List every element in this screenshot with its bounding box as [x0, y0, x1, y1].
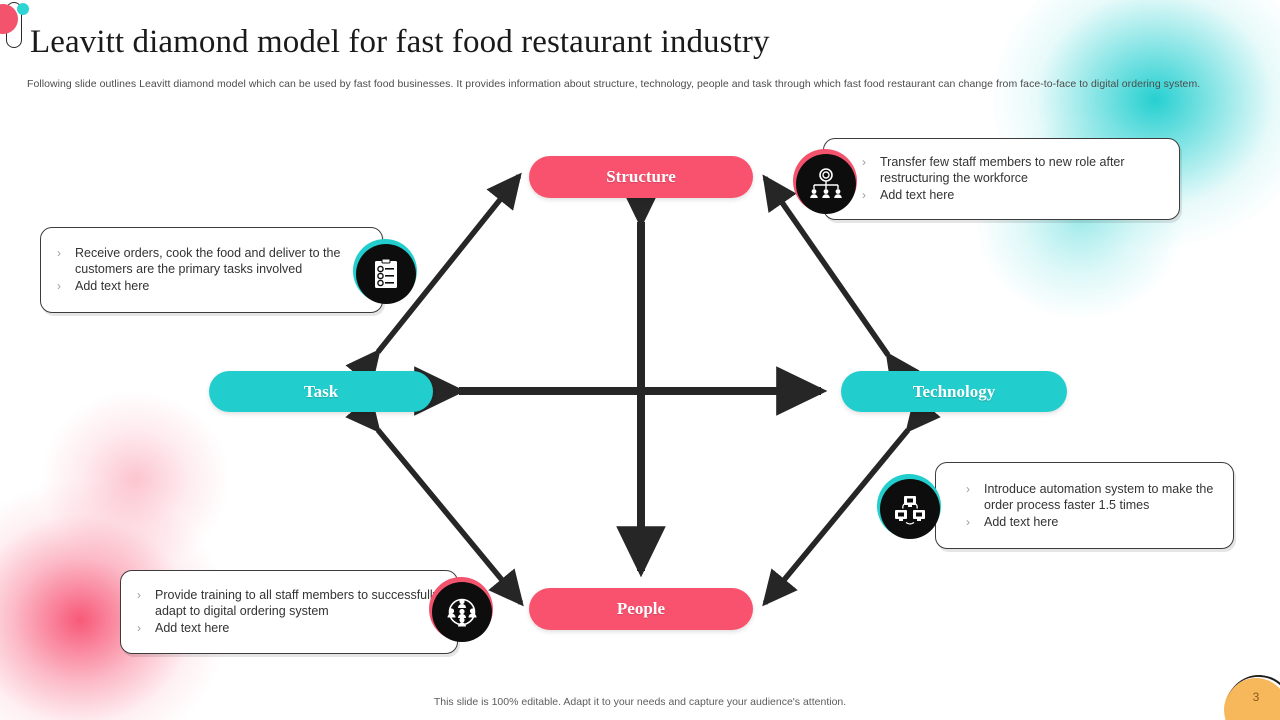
badge-disc — [880, 479, 940, 539]
callout-task-bullet-1: ›Receive orders, cook the food and deliv… — [57, 246, 341, 277]
callout-structure: ›Transfer few staff members to new role … — [823, 138, 1180, 220]
team-group-icon — [447, 598, 477, 627]
badge-disc — [356, 244, 416, 304]
chevron-right-icon: › — [57, 246, 61, 260]
arrow-task-structure — [345, 172, 522, 387]
callout-task: ›Receive orders, cook the food and deliv… — [40, 227, 383, 313]
chevron-right-icon: › — [966, 482, 970, 496]
badge-technology — [877, 474, 941, 539]
arrow-structure-technology — [762, 174, 920, 391]
badge-disc — [432, 582, 492, 642]
checklist-icon — [375, 258, 397, 288]
chevron-right-icon: › — [137, 620, 141, 635]
ornament-teal-circle — [17, 3, 29, 15]
callout-people-bullet-1: ›Provide training to all staff members t… — [137, 588, 439, 619]
arrow-task-people — [345, 395, 524, 607]
callout-technology-bullet-2: ›Add text here — [966, 514, 1059, 529]
chevron-right-icon: › — [862, 187, 866, 202]
node-technology[interactable]: Technology — [841, 371, 1067, 412]
callout-technology: ›Introduce automation system to make the… — [935, 462, 1234, 549]
callout-technology-bullet-1: ›Introduce automation system to make the… — [966, 482, 1214, 513]
callout-task-bullet-2: ›Add text here — [57, 278, 150, 293]
page-number-badge: 3 — [1224, 678, 1280, 720]
arrow-people-technology — [762, 395, 941, 607]
chevron-right-icon: › — [862, 155, 866, 169]
page-subtitle: Following slide outlines Leavitt diamond… — [27, 78, 1201, 90]
chevron-right-icon: › — [966, 514, 970, 529]
network-automation-icon — [895, 496, 925, 525]
badge-task — [353, 239, 417, 304]
org-chart-icon — [810, 168, 842, 198]
callout-people-bullet-2: ›Add text here — [137, 620, 230, 635]
chevron-right-icon: › — [57, 278, 61, 293]
node-people[interactable]: People — [529, 588, 753, 630]
callout-structure-bullet-1: ›Transfer few staff members to new role … — [862, 155, 1125, 186]
badge-disc — [796, 154, 856, 214]
corner-ornament — [0, 0, 46, 62]
node-task[interactable]: Task — [209, 371, 433, 412]
badge-people — [429, 577, 493, 642]
ornament-pink-circle — [0, 4, 18, 34]
callout-structure-bullet-2: ›Add text here — [862, 187, 955, 202]
page-number: 3 — [1252, 690, 1260, 704]
callout-people: ›Provide training to all staff members t… — [120, 570, 458, 654]
badge-structure — [793, 149, 857, 214]
footer-note: This slide is 100% editable. Adapt it to… — [433, 696, 847, 708]
page-title: Leavitt diamond model for fast food rest… — [30, 24, 770, 60]
node-structure[interactable]: Structure — [529, 156, 753, 198]
chevron-right-icon: › — [137, 588, 141, 602]
